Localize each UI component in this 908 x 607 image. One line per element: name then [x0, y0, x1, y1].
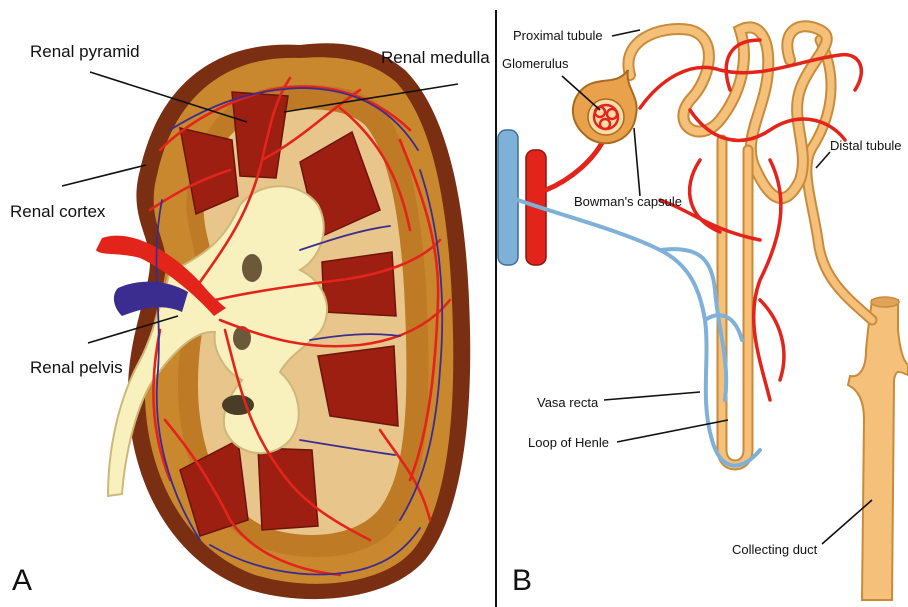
label-collecting-duct: Collecting duct	[732, 542, 818, 557]
afferent-arteriole	[546, 135, 606, 190]
panel-b: Proximal tubule Glomerulus Bowman's caps…	[498, 26, 908, 600]
panel-a: Renal pyramid Renal medulla Renal cortex…	[10, 42, 490, 599]
panel-a-letter: A	[12, 564, 32, 597]
leader-bowmans-capsule	[634, 128, 640, 196]
label-renal-pyramid: Renal pyramid	[30, 42, 140, 61]
collecting-duct-top	[871, 297, 899, 307]
tubule-convolutions	[628, 26, 826, 198]
label-glomerulus: Glomerulus	[502, 56, 569, 71]
distal-tubule-shape	[807, 40, 872, 320]
label-renal-pelvis: Renal pelvis	[30, 358, 123, 377]
pyramid-4	[322, 252, 396, 316]
panel-b-letter: B	[512, 564, 532, 597]
leader-distal-tubule	[816, 152, 830, 168]
loop-of-henle-shape	[722, 140, 748, 465]
label-vasa-recta: Vasa recta	[537, 395, 599, 410]
calyx-opening-1	[242, 254, 262, 282]
pyramid-5	[318, 346, 398, 426]
leader-proximal-tubule	[612, 30, 640, 36]
label-distal-tubule: Distal tubule	[830, 138, 902, 153]
label-bowmans-capsule: Bowman's capsule	[574, 194, 682, 209]
leader-vasa-recta	[604, 392, 700, 400]
label-renal-medulla: Renal medulla	[381, 48, 490, 67]
collecting-duct-shape	[848, 300, 908, 600]
pyramid-7	[258, 448, 318, 530]
leader-renal-cortex	[62, 165, 146, 186]
large-vein	[498, 130, 518, 265]
label-loop-of-henle: Loop of Henle	[528, 435, 609, 450]
label-proximal-tubule: Proximal tubule	[513, 28, 603, 43]
label-renal-cortex: Renal cortex	[10, 202, 106, 221]
